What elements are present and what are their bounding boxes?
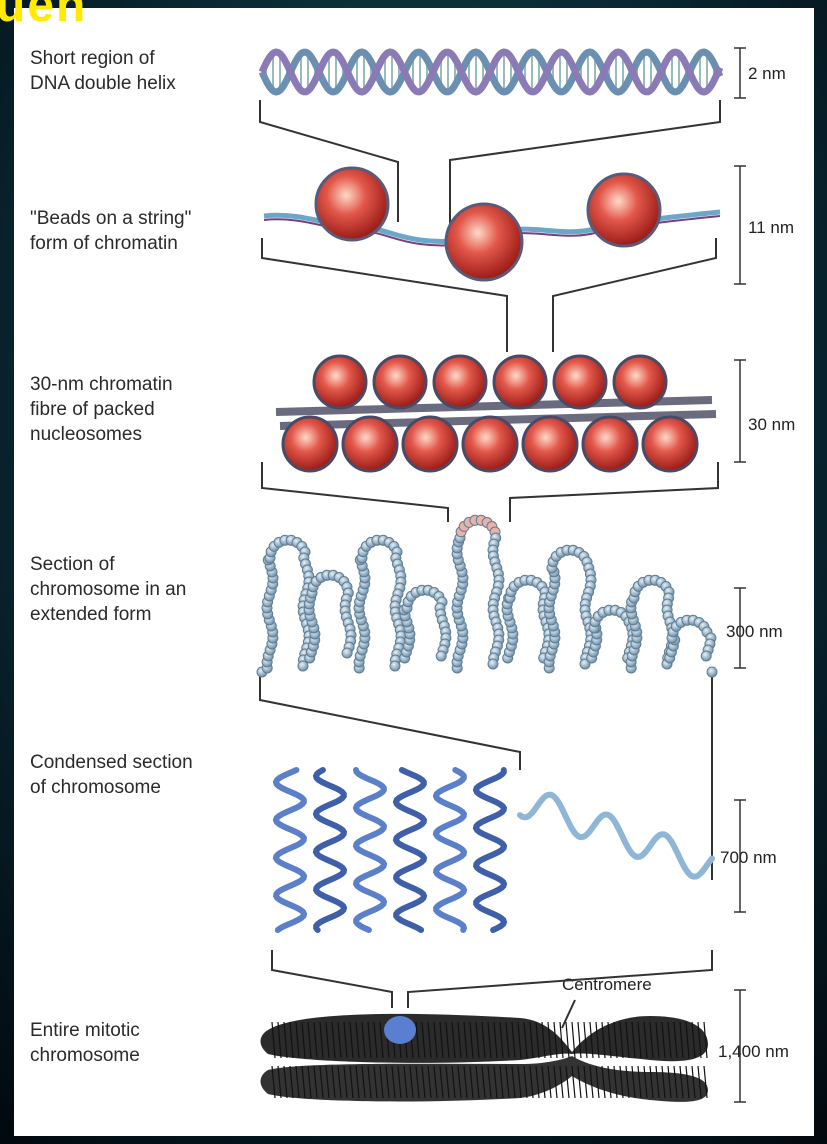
nucleosome [316, 168, 388, 240]
beads-on-a-string [264, 168, 720, 280]
condensed-chromosome-section [276, 770, 712, 930]
mitotic-chromosome [261, 1014, 709, 1102]
nucleosome [588, 174, 660, 246]
highlighted-region [384, 1016, 416, 1044]
dna-double-helix [262, 52, 720, 92]
extended-chromosome-loops [257, 515, 717, 677]
nucleosome [446, 204, 522, 280]
30nm-chromatin-fibre [276, 356, 716, 471]
scale-bars [734, 48, 746, 1102]
